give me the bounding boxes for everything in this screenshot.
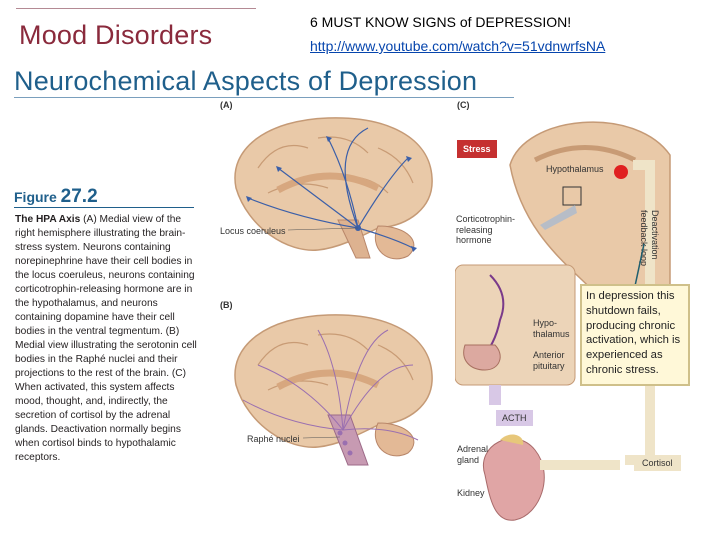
cortisol-label: Cortisol	[634, 455, 681, 471]
figure-label-prefix: Figure	[14, 189, 57, 205]
adrenal-gland-label: Adrenal gland	[457, 444, 489, 465]
hpa-axis-illustration	[455, 121, 671, 521]
caption-lead: The HPA Axis	[15, 214, 81, 225]
acth-label: ACTH	[496, 410, 533, 426]
figure-rule	[14, 207, 194, 208]
depression-callout: In depression this shutdown fails, produ…	[580, 284, 690, 386]
figure-label: Figure 27.2	[14, 186, 98, 208]
title-underline	[14, 97, 514, 98]
hypothalamus-small-label: Hypo- thalamus	[533, 318, 570, 339]
figure-caption: The HPA Axis (A) Medial view of the righ…	[15, 213, 198, 465]
figure-number: 27.2	[60, 186, 98, 207]
section-title: Mood Disorders	[19, 20, 213, 50]
slide-title: Neurochemical Aspects of Depression	[14, 66, 478, 96]
raphe-nuclei-label: Raphé nuclei	[247, 434, 300, 444]
brain-a-illustration	[234, 117, 433, 260]
crh-label: Corticotrophin-releasing hormone	[456, 214, 516, 245]
kidney-label: Kidney	[457, 488, 485, 498]
brain-b-illustration	[234, 314, 433, 466]
panel-b-letter: (B)	[220, 300, 233, 310]
video-link[interactable]: http://www.youtube.com/watch?v=51vdnwrfs…	[310, 38, 606, 54]
panel-a-letter: (A)	[220, 100, 233, 110]
callout-pointer	[634, 243, 645, 287]
caption-body: (A) Medial view of the right hemisphere …	[15, 214, 197, 463]
panel-c-letter: (C)	[457, 100, 470, 110]
title-rule	[16, 8, 256, 9]
stress-label: Stress	[457, 140, 497, 158]
hypothalamus-label: Hypothalamus	[546, 164, 604, 174]
promo-text: 6 MUST KNOW SIGNS of DEPRESSION!	[310, 14, 572, 30]
anterior-pituitary-label: Anterior pituitary	[533, 350, 565, 371]
deactivation-label: Deactivation	[650, 210, 660, 260]
locus-coeruleus-label: Locus coeruleus	[220, 226, 286, 236]
